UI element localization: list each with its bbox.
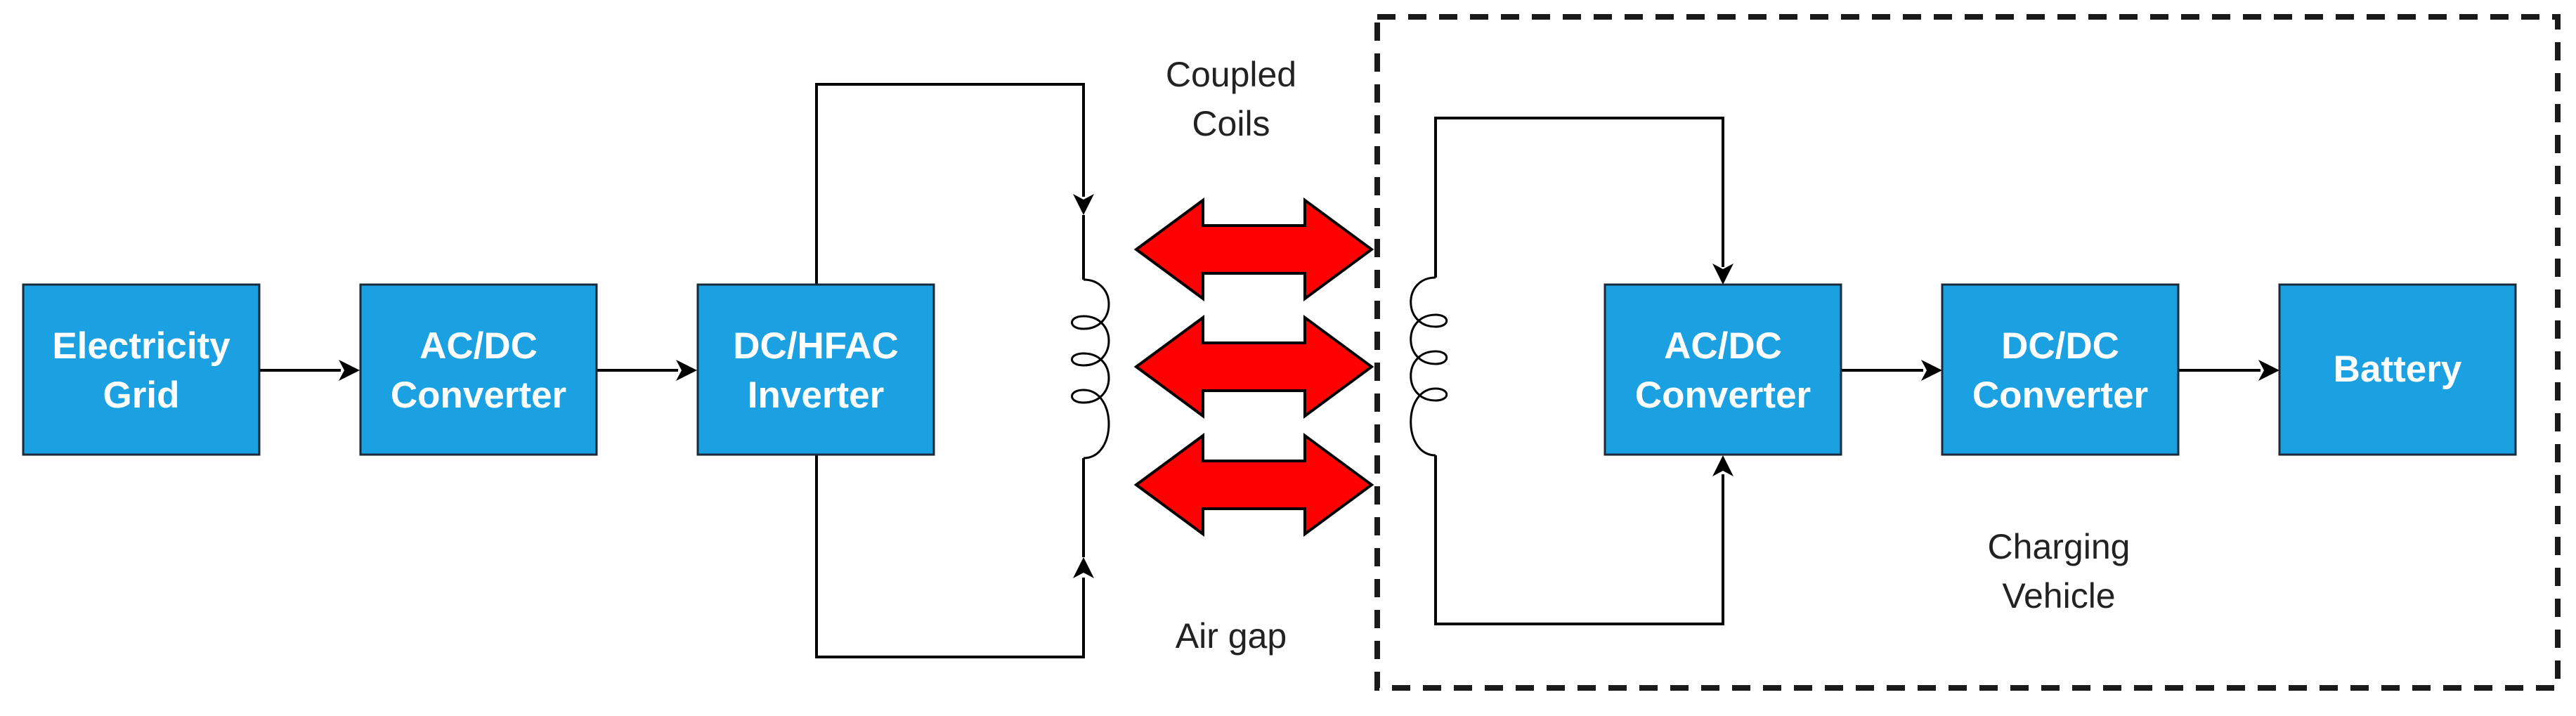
coupling-double-arrow-top <box>1133 197 1374 301</box>
block-acdc-converter-vehicle: AC/DC Converter <box>1604 283 1842 456</box>
block-dcdc-line1: DC/DC <box>2001 325 2119 367</box>
connector-inverter-to-coil-top <box>815 83 1085 285</box>
arrowhead-acdc-to-inverter <box>676 360 697 381</box>
block-acdc-primary-line2: Converter <box>391 375 566 416</box>
primary-coil <box>1071 278 1110 460</box>
block-acdc-vehicle-line2: Converter <box>1635 375 1811 416</box>
arrowhead-coil-bottom <box>1073 557 1094 578</box>
block-battery-label: Battery <box>2334 349 2462 390</box>
label-coupled-coils-line2: Coils <box>1192 104 1270 143</box>
arrowhead-grid-to-acdc <box>339 360 360 381</box>
arrowhead-vehicle-acdc-bottom <box>1712 455 1733 476</box>
connector-coil-to-vehicle-acdc-top <box>1434 117 1724 278</box>
coupling-double-arrow-bottom <box>1133 433 1374 537</box>
block-dc-hfac-inverter: DC/HFAC Inverter <box>696 283 935 456</box>
label-charging-vehicle-line1: Charging <box>1988 527 2131 566</box>
block-acdc-converter-primary: AC/DC Converter <box>359 283 598 456</box>
arrowhead-coil-top <box>1073 194 1094 215</box>
block-acdc-vehicle-line1: AC/DC <box>1664 325 1782 367</box>
block-electricity-grid-line2: Grid <box>103 375 180 416</box>
block-dcdc-line2: Converter <box>1972 375 2148 416</box>
label-coupled-coils-line1: Coupled <box>1166 55 1296 94</box>
connector-inverter-to-coil-bottom <box>815 455 1085 658</box>
label-charging-vehicle-line2: Vehicle <box>2002 576 2115 616</box>
block-battery: Battery <box>2278 283 2517 456</box>
arrowhead-dcdc-to-battery <box>2258 360 2279 381</box>
block-electricity-grid: Electricity Grid <box>22 283 261 456</box>
block-acdc-primary-line1: AC/DC <box>419 325 538 367</box>
connector-coil-to-vehicle-acdc-bottom <box>1434 455 1724 625</box>
arrowhead-vehicle-acdc-to-dcdc <box>1921 360 1942 381</box>
coupling-double-arrow-middle <box>1133 315 1374 419</box>
block-inverter-line1: DC/HFAC <box>733 325 899 367</box>
arrowhead-vehicle-acdc-top <box>1712 263 1733 285</box>
secondary-coil <box>1410 276 1448 457</box>
label-air-gap: Air gap <box>1176 616 1287 656</box>
block-dcdc-converter: DC/DC Converter <box>1941 283 2180 456</box>
block-electricity-grid-line1: Electricity <box>52 325 230 367</box>
block-inverter-line2: Inverter <box>748 375 884 416</box>
charging-vehicle-boundary <box>1374 14 2561 691</box>
